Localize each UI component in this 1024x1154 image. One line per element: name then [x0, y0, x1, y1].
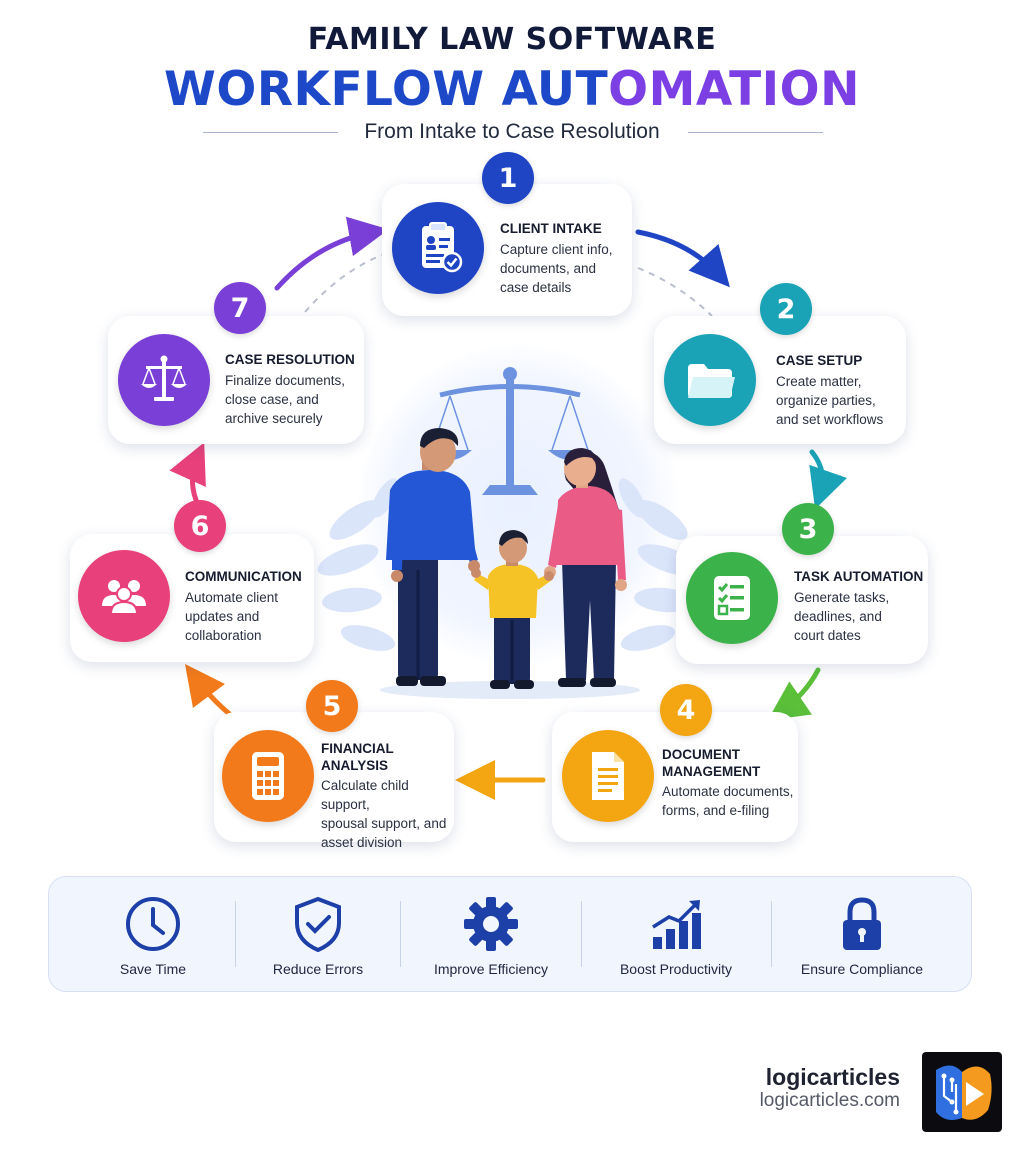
- step-desc-line: organize parties,: [776, 393, 876, 408]
- step-title: CASE SETUP: [776, 353, 863, 368]
- step-desc-line: court dates: [794, 628, 861, 643]
- scales-icon: [118, 334, 210, 426]
- step-card-financial-analysis[interactable]: FINANCIAL ANALYSIS Calculate child suppo…: [214, 712, 454, 850]
- subtitle-row: From Intake to Case Resolution: [0, 118, 1024, 146]
- step-title-line: FINANCIAL: [321, 741, 394, 756]
- benefit-divider: [771, 901, 772, 967]
- step-card-case-setup[interactable]: CASE SETUP Create matter, organize parti…: [654, 316, 906, 444]
- step-badge-2: 2: [760, 283, 812, 335]
- step-card-task-automation[interactable]: TASK AUTOMATION Generate tasks, deadline…: [676, 536, 928, 664]
- header-title-main: WORKFLOW AUTOMATION: [0, 62, 1024, 117]
- step-title: COMMUNICATION: [185, 569, 302, 584]
- step-desc-line: forms, and e-filing: [662, 803, 770, 818]
- step-title: CASE RESOLUTION: [225, 352, 355, 367]
- step-desc: Automate documents, forms, and e-filing: [662, 782, 793, 820]
- benefit-divider: [581, 901, 582, 967]
- step-desc-line: Generate tasks,: [794, 590, 890, 605]
- brand-name: logicarticles: [765, 1064, 900, 1090]
- step-desc-line: spousal support, and: [321, 816, 447, 831]
- step-title: DOCUMENT MANAGEMENT: [662, 746, 760, 780]
- benefit-divider: [400, 901, 401, 967]
- step-card-communication[interactable]: COMMUNICATION Automate client updates an…: [70, 534, 314, 662]
- step-title: FINANCIAL ANALYSIS: [321, 740, 394, 774]
- step-desc-line: case details: [500, 280, 572, 295]
- step-title-line: ANALYSIS: [321, 758, 389, 773]
- step-desc-line: Automate client: [185, 590, 279, 605]
- step-desc-line: documents, and: [500, 261, 597, 276]
- calculator-icon: [222, 730, 314, 822]
- leaves-left-icon: [317, 478, 399, 651]
- bar-chart-icon: [647, 895, 705, 958]
- title-main-part2: OMATION: [608, 62, 860, 117]
- step-title-line: DOCUMENT: [662, 747, 740, 762]
- step-desc-line: archive securely: [225, 411, 323, 426]
- step-desc-line: and set workflows: [776, 412, 884, 427]
- benefit-label: Ensure Compliance: [800, 961, 924, 977]
- step-desc-line: Capture client info,: [500, 242, 613, 257]
- step-title-line: MANAGEMENT: [662, 764, 761, 779]
- clipboard-check-icon: [392, 202, 484, 294]
- step-title: CLIENT INTAKE: [500, 221, 602, 236]
- step-card-document-management[interactable]: DOCUMENT MANAGEMENT Automate documents, …: [552, 712, 798, 842]
- step-desc-line: Create matter,: [776, 374, 862, 389]
- brand-url[interactable]: logicarticles.com: [759, 1090, 900, 1111]
- subtitle-rule-left: [203, 132, 338, 133]
- benefit-label: Boost Productivity: [619, 961, 733, 977]
- title-main-part1: WORKFLOW AUT: [164, 62, 609, 117]
- step-desc: Finalize documents, close case, and arch…: [225, 371, 345, 428]
- subtitle-rule-right: [688, 132, 823, 133]
- clock-icon: [124, 895, 182, 958]
- step-card-case-resolution[interactable]: CASE RESOLUTION Finalize documents, clos…: [108, 316, 364, 444]
- benefit-reduce-errors: Reduce Errors: [236, 877, 400, 991]
- step-desc: Capture client info, documents, and case…: [500, 240, 613, 297]
- step-desc: Calculate child support, spousal support…: [321, 776, 454, 852]
- father-figure-icon: [386, 428, 480, 686]
- step-card-client-intake[interactable]: CLIENT INTAKE Capture client info, docum…: [382, 184, 632, 316]
- step-title: TASK AUTOMATION: [794, 569, 924, 584]
- step-desc-line: asset division: [321, 835, 403, 850]
- step-desc-line: updates and: [185, 609, 260, 624]
- step-badge-3: 3: [782, 503, 834, 555]
- step-desc-line: Finalize documents,: [225, 373, 346, 388]
- step-badge-4: 4: [660, 684, 712, 736]
- benefit-save-time: Save Time: [71, 877, 235, 991]
- benefit-label: Reduce Errors: [272, 961, 364, 977]
- shield-check-icon: [289, 895, 347, 958]
- step-desc-line: close case, and: [225, 392, 319, 407]
- step-badge-5: 5: [306, 680, 358, 732]
- step-desc-line: Automate documents,: [662, 784, 794, 799]
- gear-icon: [462, 895, 520, 958]
- benefits-bar: Save Time Reduce Errors: [48, 876, 972, 992]
- document-icon: [562, 730, 654, 822]
- benefit-label: Improve Efficiency: [433, 961, 549, 977]
- step-desc-line: collaboration: [185, 628, 262, 643]
- brand-logo-icon: [922, 1052, 1002, 1132]
- step-desc: Create matter, organize parties, and set…: [776, 372, 883, 429]
- mother-figure-icon: [544, 448, 627, 687]
- benefit-divider: [235, 901, 236, 967]
- step-desc: Automate client updates and collaboratio…: [185, 588, 278, 645]
- folder-icon: [664, 334, 756, 426]
- benefit-boost-productivity: Boost Productivity: [582, 877, 770, 991]
- benefit-label: Save Time: [119, 961, 187, 977]
- child-figure-icon: [471, 530, 554, 689]
- lock-icon: [833, 895, 891, 958]
- step-desc: Generate tasks, deadlines, and court dat…: [794, 588, 889, 645]
- header-subtitle: From Intake to Case Resolution: [364, 120, 660, 143]
- step-badge-7: 7: [214, 282, 266, 334]
- step-desc-line: Calculate child support,: [321, 778, 409, 812]
- benefit-improve-efficiency: Improve Efficiency: [401, 877, 581, 991]
- group-icon: [78, 550, 170, 642]
- step-badge-6: 6: [174, 500, 226, 552]
- benefit-ensure-compliance: Ensure Compliance: [772, 877, 952, 991]
- step-badge-1: 1: [482, 152, 534, 204]
- header-title-top: FAMILY LAW SOFTWARE: [307, 22, 717, 57]
- step-desc-line: deadlines, and: [794, 609, 882, 624]
- checklist-icon: [686, 552, 778, 644]
